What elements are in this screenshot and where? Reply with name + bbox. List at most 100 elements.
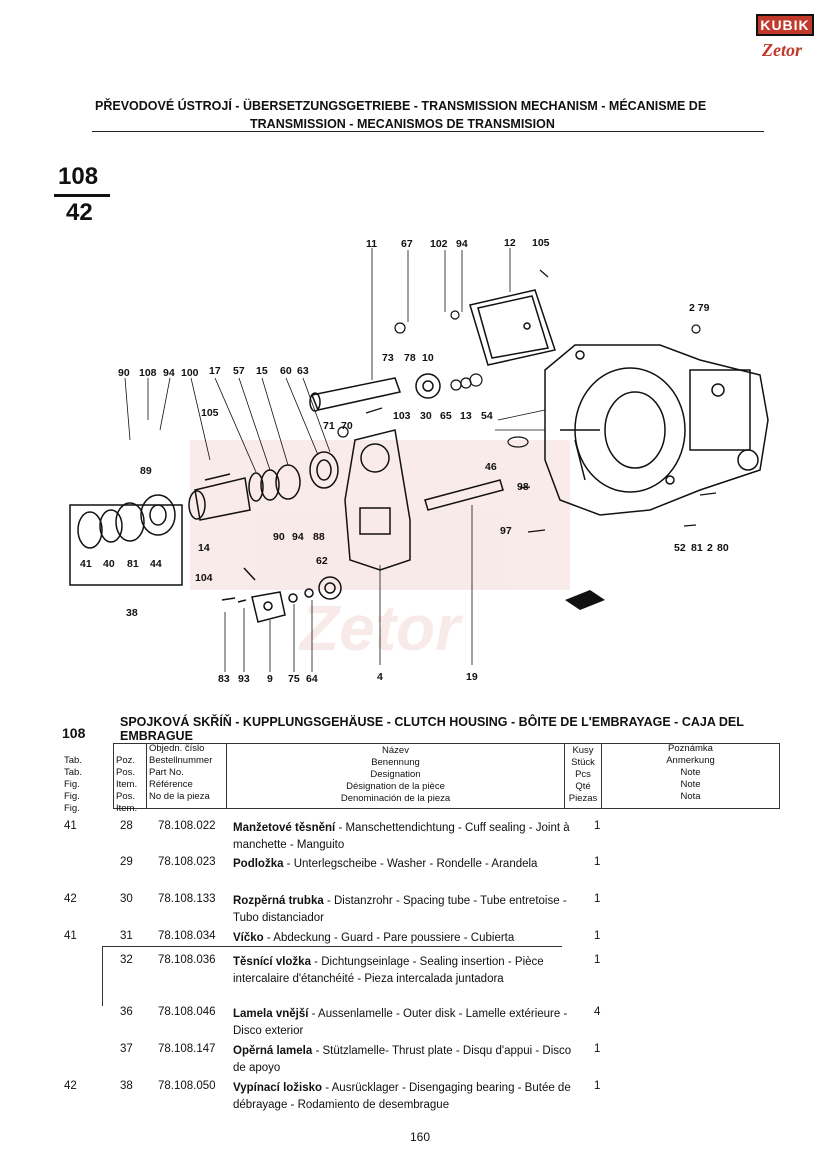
callout-label: 89 — [140, 465, 152, 477]
row-name-rest: - Dichtungseinlage - Sealing insertion -… — [233, 956, 544, 985]
callout-label: 4 — [377, 671, 383, 683]
callout-label: 63 — [297, 365, 309, 377]
section-number: 108 — [62, 725, 86, 741]
row-description: Manžetové těsnění - Manschettendichtung … — [233, 820, 573, 854]
row-name-rest: - Distanzrohr - Spacing tube - Tube entr… — [233, 895, 567, 924]
callout-label: 105 — [201, 407, 219, 419]
callout-label: 2 79 — [689, 302, 710, 314]
row-quantity: 4 — [594, 1006, 601, 1018]
callout-label: 78 — [404, 352, 416, 364]
callout-label: 54 — [481, 410, 493, 422]
header-tab-2: Tab. — [64, 767, 82, 778]
row-part-number: 78.108.050 — [158, 1080, 216, 1092]
row-name-bold: Těsnící vložka — [233, 956, 311, 968]
callout-label: 40 — [103, 558, 115, 570]
row-position: 36 — [120, 1006, 133, 1018]
header-poz-2: Pos. — [116, 767, 136, 778]
header-tab-5: Fig. — [64, 803, 80, 814]
gearbox-housing — [544, 344, 769, 516]
row-name-rest: - Unterlegscheibe - Washer - Rondelle - … — [283, 858, 538, 870]
callout-label: 2 — [707, 542, 713, 554]
callout-label: 44 — [150, 558, 162, 570]
header-qty-4: Qté — [575, 781, 591, 792]
callout-label: 94 — [292, 531, 304, 543]
header-part-3: Part No. — [149, 767, 184, 778]
callout-label: 70 — [341, 420, 353, 432]
callout-label: 88 — [313, 531, 325, 543]
row-description: Rozpěrná trubka - Distanzrohr - Spacing … — [233, 893, 573, 927]
row-position: 29 — [120, 856, 133, 868]
header-name-3: Designation — [370, 769, 421, 780]
row-name-bold: Vypínací ložisko — [233, 1082, 323, 1094]
row-tab: 42 — [64, 1080, 77, 1092]
shaft-part-19 — [424, 479, 504, 511]
row-position: 32 — [120, 954, 133, 966]
header-note-3: Note — [680, 767, 701, 778]
row-quantity: 1 — [594, 1043, 601, 1055]
callout-label: 64 — [306, 673, 318, 685]
header-name-5: Denominación de la pieza — [340, 793, 451, 804]
callout-label: 41 — [80, 558, 92, 570]
row-tab: 41 — [64, 930, 77, 942]
row-part-number: 78.108.022 — [158, 820, 216, 832]
callout-label: 108 — [139, 367, 157, 379]
row-quantity: 1 — [594, 820, 601, 832]
header-qty-1: Kusy — [572, 745, 594, 756]
row-tab: 41 — [64, 820, 77, 832]
row-quantity: 1 — [594, 930, 601, 942]
row-name-rest: - Aussenlamelle - Outer disk - Lamelle e… — [233, 1008, 568, 1037]
header-part-4: Référence — [149, 779, 193, 790]
header-qty-3: Pcs — [575, 769, 591, 780]
gear-part-10 — [415, 373, 441, 399]
row-part-number: 78.108.046 — [158, 1006, 216, 1018]
kubik-zetor-logo: KUBIK Zetor — [756, 14, 814, 70]
row-quantity: 1 — [594, 1080, 601, 1092]
callout-label: 14 — [198, 542, 210, 554]
header-poz-3: Item. — [116, 779, 138, 790]
header-note-2: Anmerkung — [666, 755, 715, 766]
row-name-bold: Víčko — [233, 932, 264, 944]
logo-top-text: KUBIK — [760, 17, 810, 33]
row-name-rest: - Stützlamelle- Thrust plate - Disqu d'a… — [233, 1045, 572, 1074]
row-description: Opěrná lamela - Stützlamelle- Thrust pla… — [233, 1043, 573, 1077]
callout-label: 52 — [674, 542, 686, 554]
top-cover-part-12 — [469, 289, 556, 366]
callout-label: 103 — [393, 410, 411, 422]
row-part-number: 78.108.133 — [158, 893, 216, 905]
callout-label: 73 — [382, 352, 394, 364]
row-name-bold: Opěrná lamela — [233, 1045, 313, 1057]
callout-labels: 11 67 102 94 12 105 2 79 73 78 10 103 30… — [80, 237, 729, 685]
callout-label: 11 — [366, 238, 377, 250]
bearing-assembly-38 — [69, 494, 183, 586]
callout-label: 104 — [195, 572, 213, 584]
lower-parts — [221, 567, 342, 623]
callout-label: 46 — [485, 461, 497, 473]
row-description: Víčko - Abdeckung - Guard - Pare poussie… — [233, 930, 573, 947]
row-position: 38 — [120, 1080, 133, 1092]
header-note-5: Nota — [680, 791, 701, 802]
rings-parts-17-57-15-60 — [248, 451, 339, 502]
row-tab: 42 — [64, 893, 77, 905]
callout-label: 67 — [401, 238, 413, 250]
svg-text:Zetor: Zetor — [298, 592, 463, 664]
callout-label: 19 — [466, 671, 478, 683]
row-description: Vypínací ložisko - Ausrücklager - Diseng… — [233, 1080, 573, 1114]
row-part-number: 78.108.034 — [158, 930, 216, 942]
page-number-divider — [54, 194, 110, 197]
header-note-box — [601, 743, 780, 809]
row-quantity: 1 — [594, 954, 601, 966]
row-quantity: 1 — [594, 856, 601, 868]
row-name-rest: - Ausrücklager - Disengaging bearing - B… — [233, 1082, 571, 1111]
row-name-bold: Rozpěrná trubka — [233, 895, 324, 907]
header-note-1: Poznámka — [668, 743, 713, 754]
page-title-line-2: TRANSMISSION - MECANISMOS DE TRANSMISION — [250, 117, 555, 131]
parts-table-header: Tab. Tab. Fig. Fig. Fig. Poz. Pos. Item.… — [60, 743, 780, 814]
page-footer-number: 160 — [410, 1130, 431, 1144]
callout-label: 75 — [288, 673, 300, 685]
leader-lines — [124, 248, 546, 672]
header-qty-5: Piezas — [568, 793, 598, 804]
callout-label: 90 — [273, 531, 285, 543]
callout-label: 98 — [517, 481, 529, 493]
header-tab-3: Fig. — [64, 779, 80, 790]
header-tab-4: Fig. — [64, 791, 80, 802]
